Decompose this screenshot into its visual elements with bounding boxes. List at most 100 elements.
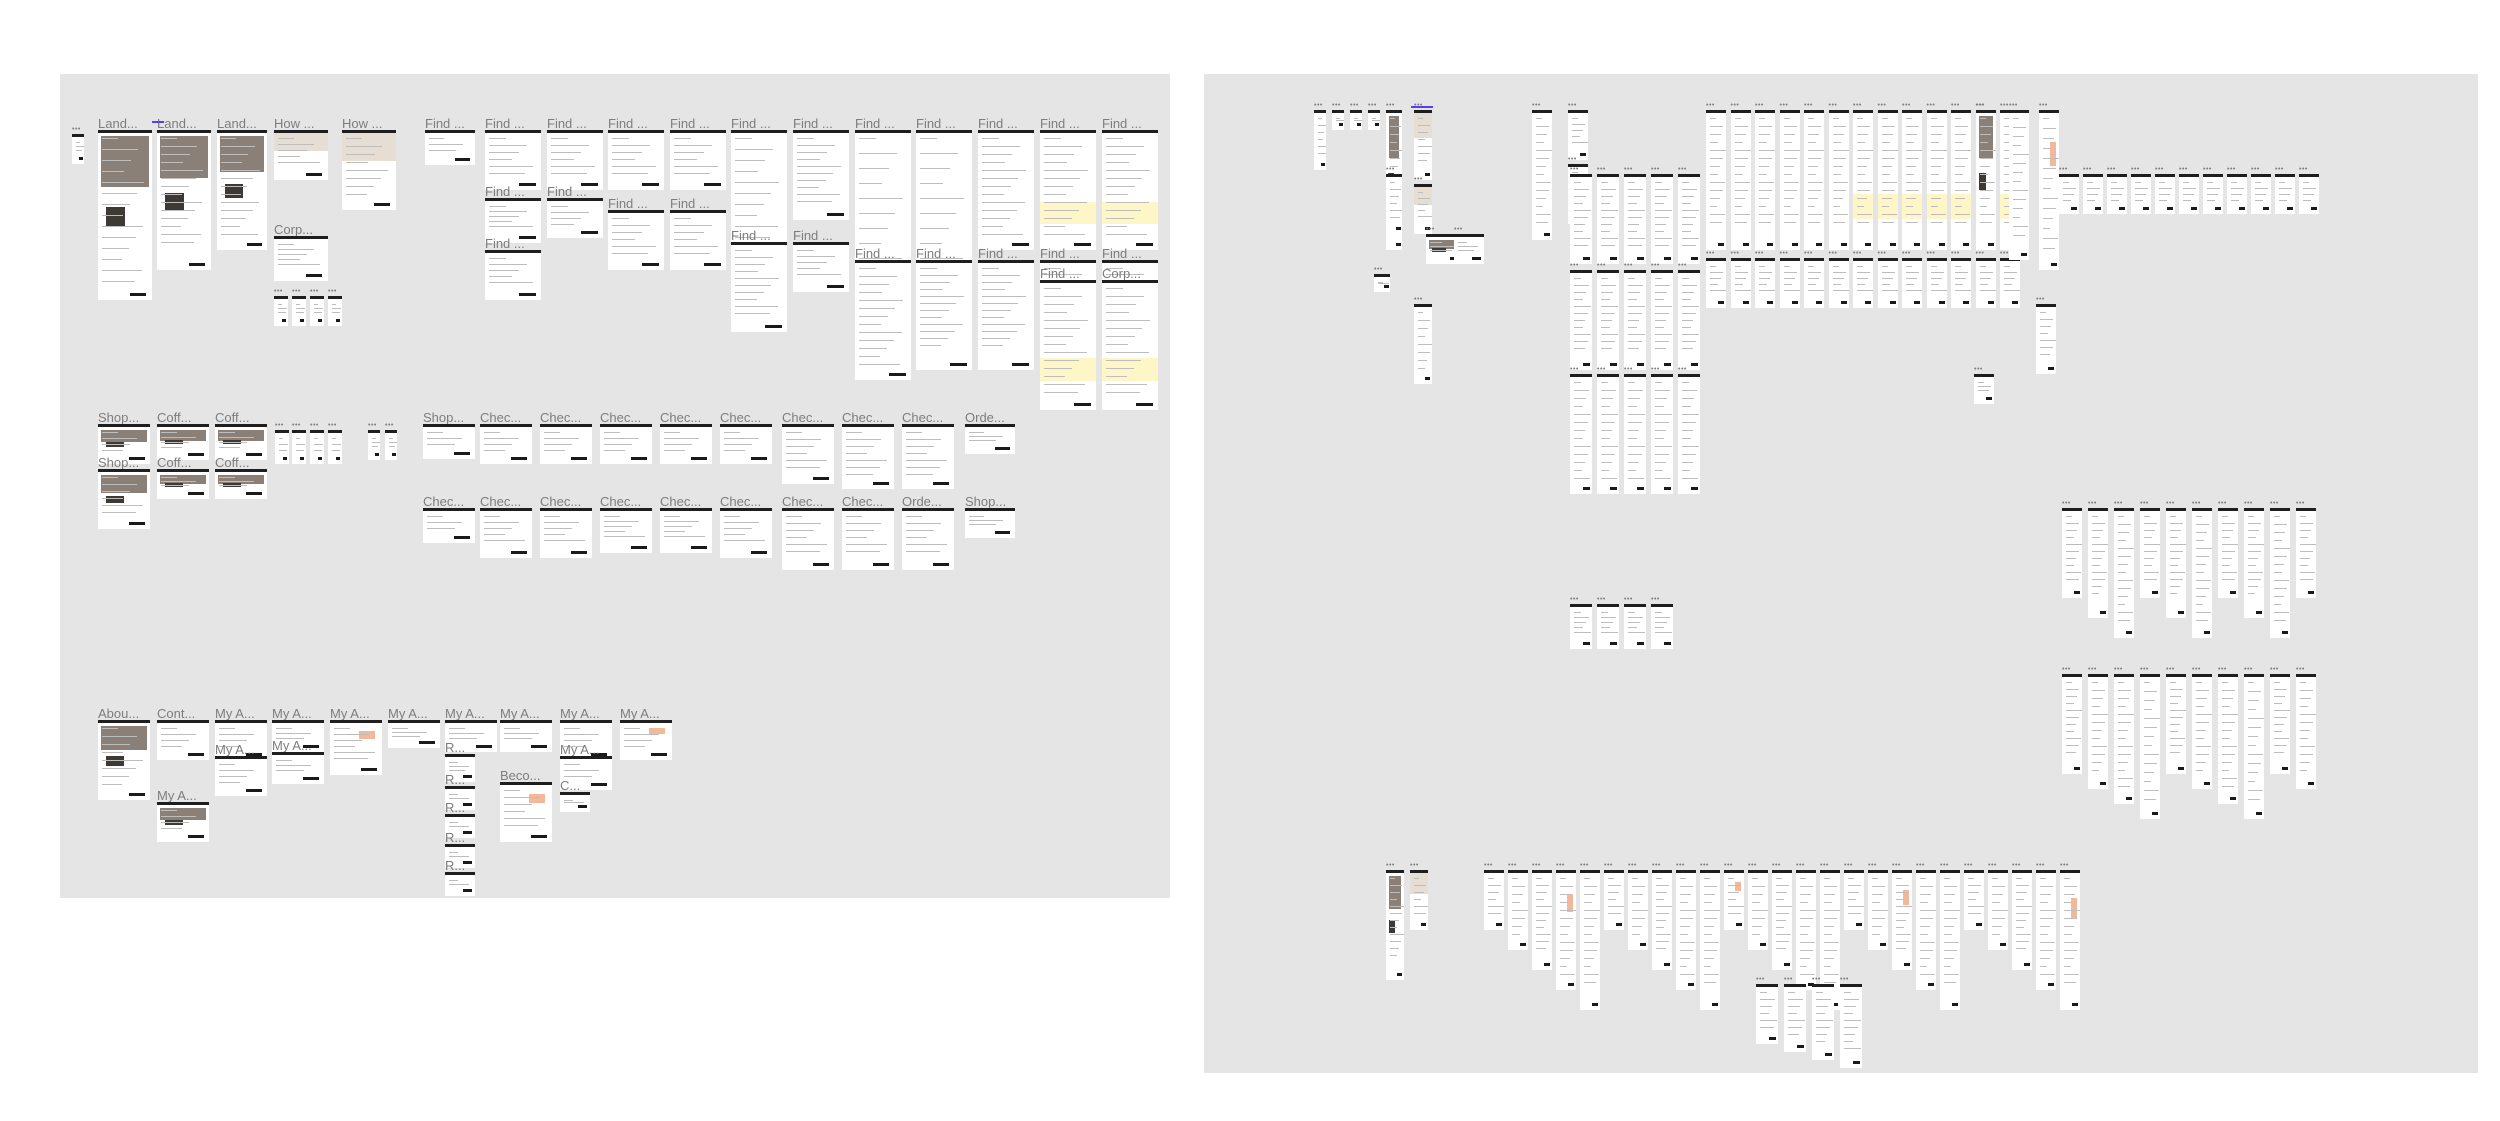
frame-label[interactable]: ••• (1651, 262, 1660, 269)
design-frame[interactable]: Chec... (480, 411, 532, 464)
design-frame[interactable]: ••• (1332, 102, 1344, 130)
design-frame[interactable]: ••• (2062, 500, 2082, 598)
design-frame[interactable]: ••• (1604, 862, 1624, 930)
frame-label[interactable]: ••• (1730, 102, 1740, 109)
design-frame[interactable]: ••• (1628, 862, 1648, 950)
frame-label[interactable]: Chec... (423, 494, 465, 509)
design-frame[interactable]: ••• (1678, 166, 1700, 264)
design-frame[interactable]: My A... (388, 707, 440, 748)
frame-label[interactable]: ••• (2039, 102, 2048, 109)
frame-label[interactable]: ••• (2203, 166, 2212, 173)
frame-label[interactable]: Chec... (480, 494, 522, 509)
design-frame[interactable]: ••• (1706, 102, 1726, 250)
design-frame[interactable]: ••• (1624, 262, 1646, 370)
frame-label[interactable]: ••• (1844, 862, 1853, 869)
frame-label[interactable]: Orde... (965, 410, 1005, 425)
design-frame[interactable]: ••• (1676, 862, 1696, 990)
frame-label[interactable]: ••• (1975, 102, 1985, 109)
design-frame[interactable]: Abou... (98, 707, 150, 800)
design-frame[interactable]: ••• (1755, 102, 1775, 250)
design-frame[interactable]: R... (445, 831, 475, 868)
design-frame[interactable]: ••• (2039, 102, 2059, 270)
design-frame[interactable]: ••• (1706, 250, 1726, 308)
frame-label[interactable]: ••• (2114, 666, 2123, 673)
frame-label[interactable]: Find ... (1040, 246, 1080, 261)
frame-label[interactable]: ••• (2166, 666, 2175, 673)
design-frame[interactable]: ••• (1820, 862, 1840, 1010)
frame-label[interactable]: ••• (1624, 596, 1633, 603)
design-frame[interactable]: ••• (1779, 250, 1800, 308)
design-frame[interactable]: ••• (1940, 862, 1960, 1010)
design-frame[interactable]: Chec... (842, 411, 894, 489)
frame-label[interactable]: ••• (310, 288, 319, 295)
frame-label[interactable]: Find ... (916, 246, 956, 261)
design-frame[interactable]: Orde... (965, 411, 1015, 454)
frame-label[interactable]: ••• (1853, 250, 1862, 257)
frame-label[interactable]: ••• (1368, 102, 1377, 109)
frame-label[interactable]: Chec... (540, 494, 582, 509)
design-frame[interactable]: ••• (2227, 166, 2247, 214)
design-frame[interactable]: ••• (1828, 250, 1849, 308)
design-frame[interactable]: ••• (2131, 166, 2151, 214)
design-frame[interactable]: ••• (1410, 862, 1428, 930)
design-frame[interactable]: ••• (2270, 666, 2290, 774)
frame-label[interactable]: ••• (2270, 500, 2279, 507)
frame-label[interactable]: R... (445, 772, 466, 787)
design-frame[interactable]: ••• (2059, 166, 2079, 214)
frame-label[interactable]: ••• (1828, 102, 1838, 109)
frame-label[interactable]: Find ... (1040, 266, 1080, 281)
frame-label[interactable]: ••• (1570, 596, 1579, 603)
design-frame[interactable]: ••• (1484, 862, 1504, 930)
design-frame[interactable]: ••• (1926, 250, 1947, 308)
frame-label[interactable]: R... (445, 740, 466, 755)
design-frame[interactable]: Find ... (855, 247, 911, 380)
frame-label[interactable]: ••• (310, 422, 319, 429)
frame-label[interactable]: ••• (1624, 166, 1633, 173)
frame-label[interactable]: ••• (2114, 500, 2123, 507)
design-frame[interactable]: ••• (2296, 500, 2316, 598)
design-frame[interactable]: My A... (560, 707, 612, 760)
design-frame[interactable]: ••• (1532, 102, 1552, 240)
frame-label[interactable]: ••• (1570, 366, 1579, 373)
design-frame[interactable]: ••• (1755, 250, 1775, 308)
frame-label[interactable]: ••• (1532, 102, 1541, 109)
design-frame[interactable]: ••• (2299, 166, 2319, 214)
design-frame[interactable]: ••• (1597, 166, 1619, 264)
frame-label[interactable]: Chec... (540, 410, 582, 425)
design-frame[interactable]: My A... (620, 707, 672, 760)
frame-label[interactable]: Find ... (608, 196, 648, 211)
frame-label[interactable]: ••• (2059, 166, 2068, 173)
frame-label[interactable]: Find ... (1102, 246, 1142, 261)
frame-label[interactable]: Find ... (978, 116, 1018, 131)
frame-label[interactable]: ••• (1484, 862, 1493, 869)
design-frame[interactable]: ••• (310, 288, 324, 326)
design-frame[interactable]: Chec... (720, 411, 772, 464)
frame-label[interactable]: ••• (1804, 102, 1813, 109)
frame-label[interactable]: How ... (274, 116, 315, 131)
frame-label[interactable]: C... (560, 778, 581, 793)
design-frame[interactable]: Find ... (916, 247, 972, 370)
design-frame[interactable]: ••• (1568, 102, 1588, 160)
design-frame[interactable]: ••• (328, 422, 342, 464)
design-frame[interactable]: ••• (1556, 862, 1576, 990)
frame-label[interactable]: My A... (560, 742, 600, 757)
design-frame[interactable]: Chec... (480, 495, 532, 558)
design-frame[interactable]: ••• (2296, 666, 2316, 789)
design-frame[interactable]: C... (560, 779, 590, 812)
design-frame[interactable]: ••• (1730, 102, 1751, 250)
right-board[interactable]: ••••••••••••••••••••••••••••••••••••••••… (1204, 74, 2478, 1073)
frame-label[interactable]: Find ... (1040, 116, 1080, 131)
design-frame[interactable]: Chec... (782, 411, 834, 484)
design-frame[interactable]: ••• (1570, 366, 1592, 494)
frame-label[interactable]: ••• (1374, 266, 1383, 273)
design-frame[interactable]: ••• (1374, 266, 1390, 292)
design-frame[interactable]: My A... (272, 739, 324, 784)
frame-label[interactable]: ••• (2299, 166, 2308, 173)
frame-label[interactable]: ••• (1730, 250, 1740, 257)
design-frame[interactable]: Orde... (902, 495, 954, 570)
frame-label[interactable]: ••• (1651, 166, 1660, 173)
frame-label[interactable]: ••• (1779, 250, 1789, 257)
frame-label[interactable]: My A... (272, 706, 312, 721)
frame-label[interactable]: My A... (445, 706, 485, 721)
design-frame[interactable]: My A... (330, 707, 382, 775)
